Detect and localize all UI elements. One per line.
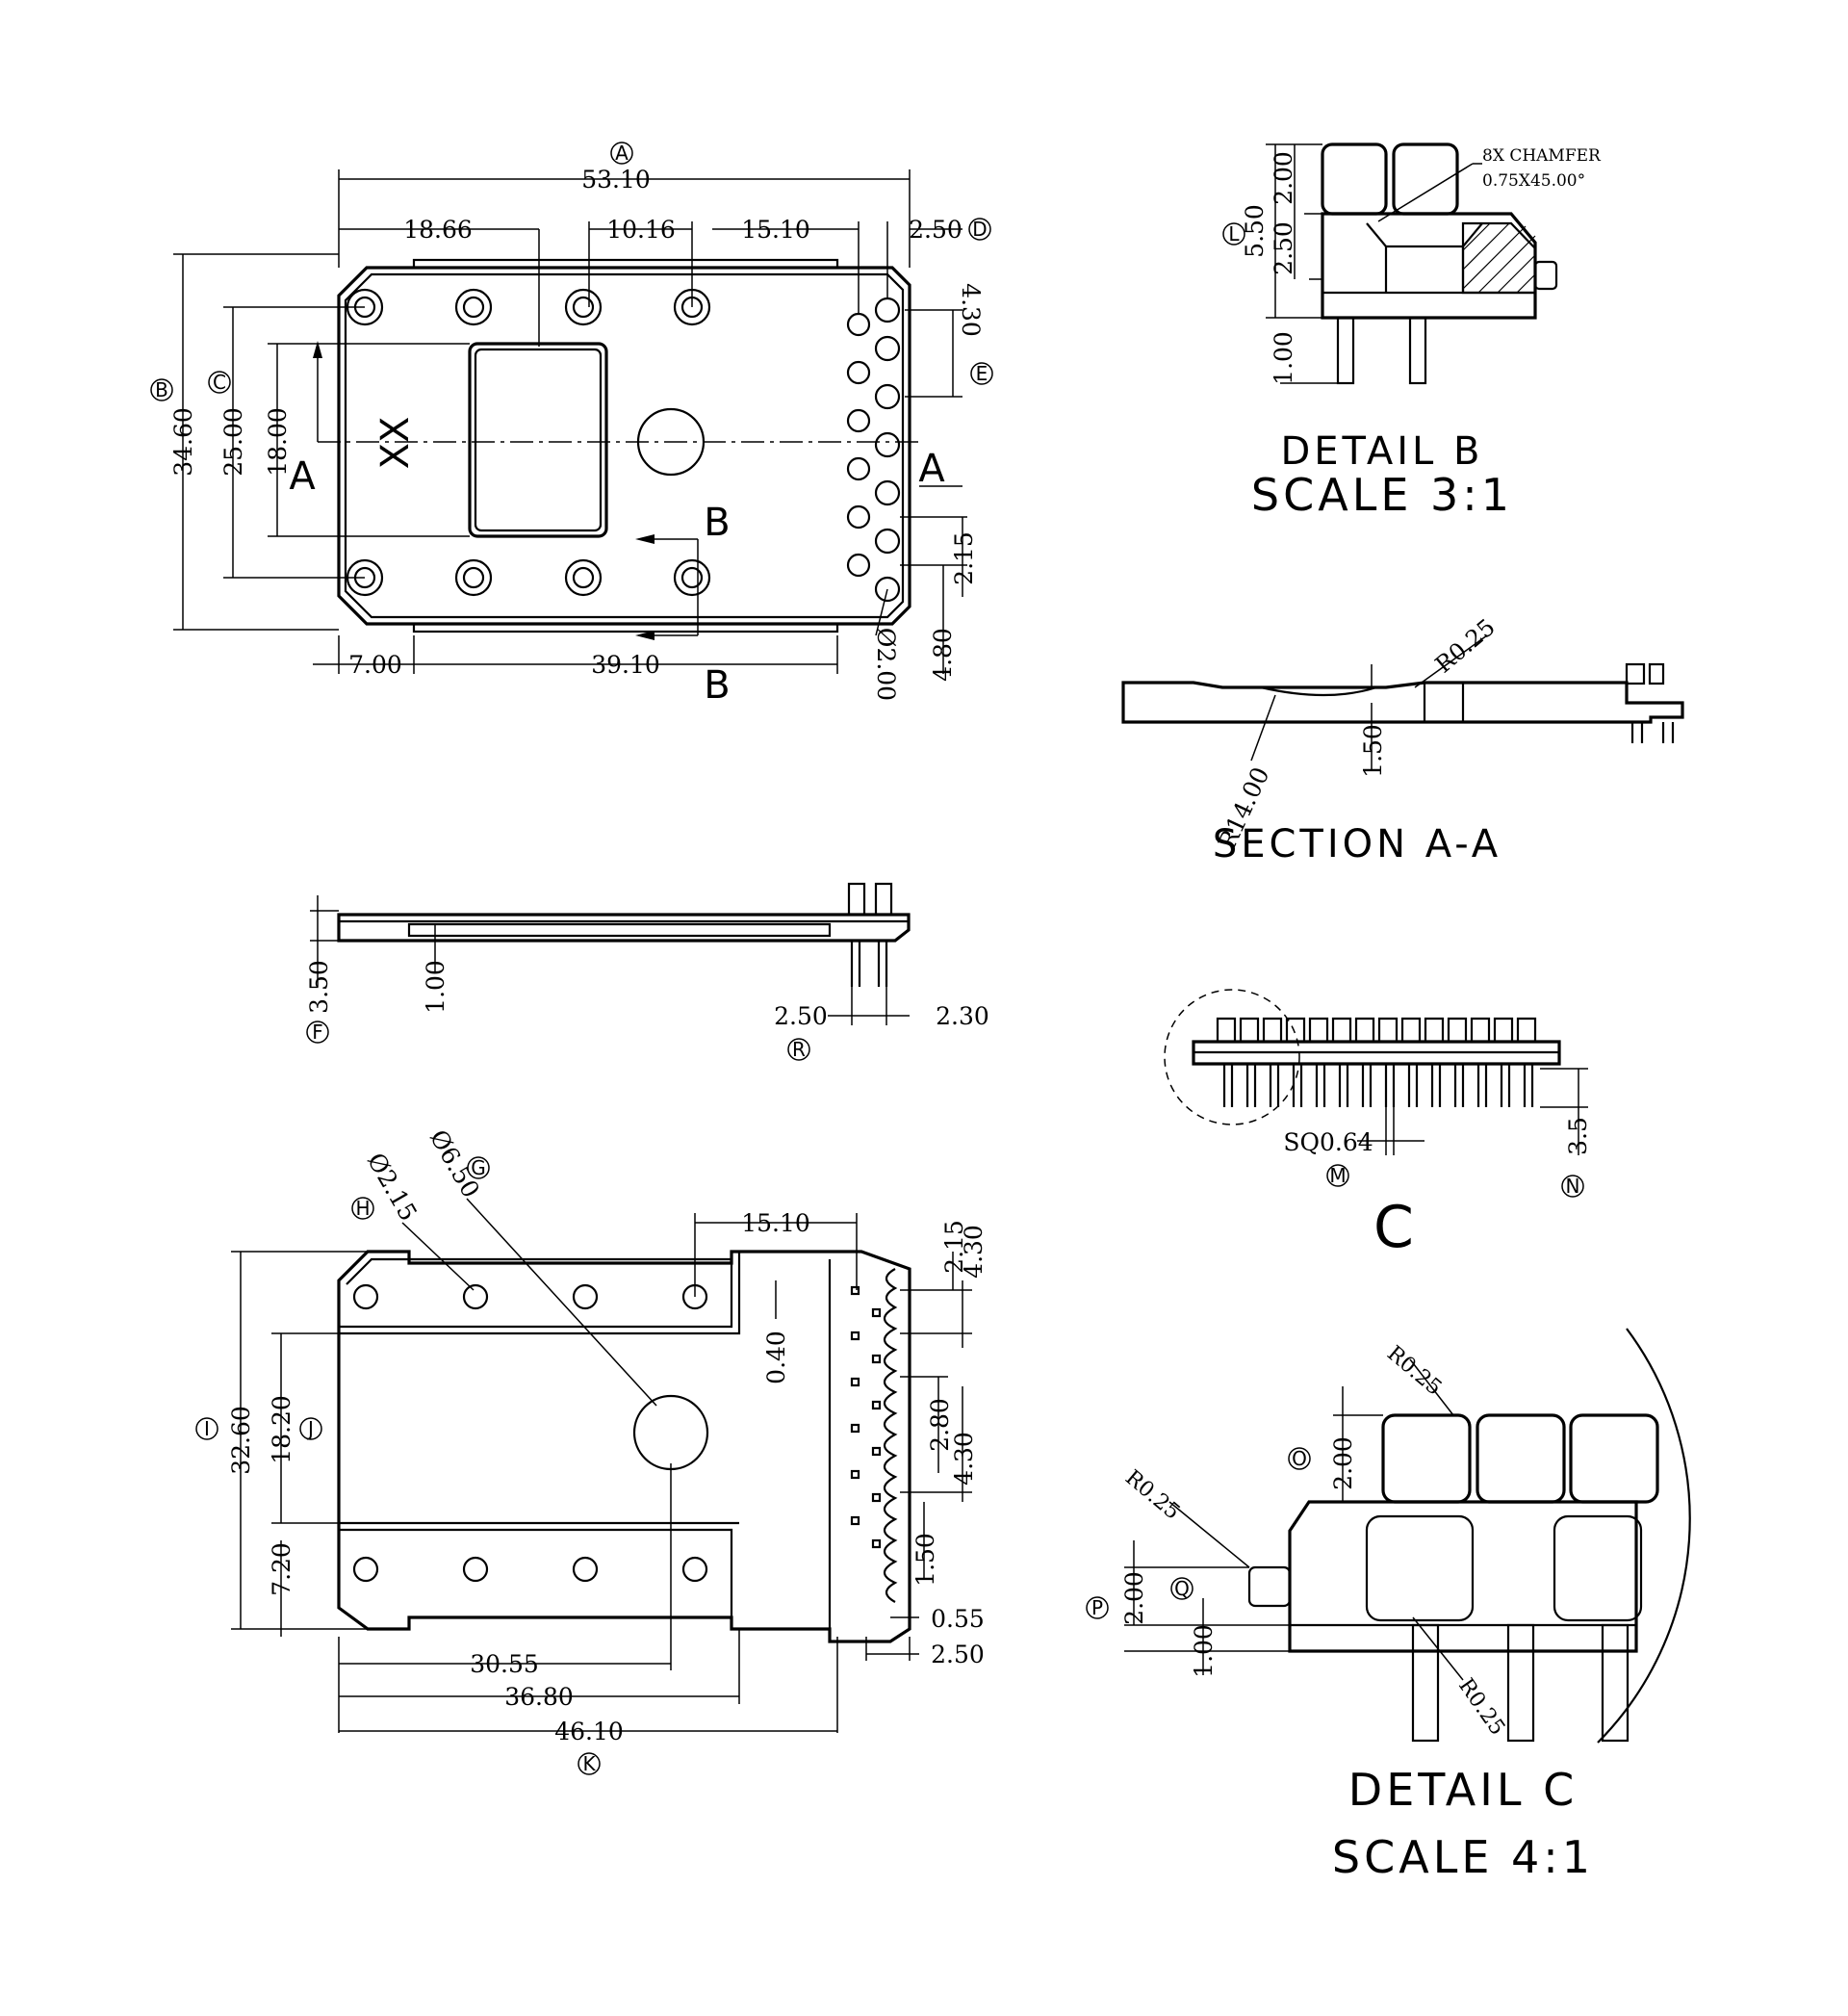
view-c-3-5: 3.5 xyxy=(1564,1117,1592,1155)
top-holes xyxy=(346,288,711,597)
bottom-pin-squares xyxy=(850,1285,882,1549)
dim-53-10: 53.10 xyxy=(581,166,651,194)
bottom-view: Ø2.15 H Ø6.50 G 15.10 2.15 4.30 0.40 2.8… xyxy=(195,1125,988,1775)
bottom-center-hole xyxy=(632,1394,709,1471)
bottom-4-30b: 4.30 xyxy=(950,1432,978,1486)
top-body-outline xyxy=(337,266,911,626)
detail-b-2-00: 2.00 xyxy=(1270,151,1297,205)
dim-18-66: 18.66 xyxy=(403,216,473,244)
dim-34-60: 34.60 xyxy=(169,407,197,477)
bottom-2-50: 2.50 xyxy=(931,1641,985,1668)
top-body-inner xyxy=(344,272,905,619)
dim-7-00: 7.00 xyxy=(348,651,402,679)
side-2-30: 2.30 xyxy=(936,1002,989,1030)
bottom-2-80: 2.80 xyxy=(926,1398,954,1452)
dim-2-50: 2.50 xyxy=(909,216,962,244)
detail-b-note-1: 8X CHAMFER xyxy=(1482,146,1602,166)
detail-b: 8X CHAMFER 0.75X45.00° 2.00 5.50 2.50 1.… xyxy=(1222,142,1602,521)
detail-b-title: DETAIL B xyxy=(1280,429,1483,474)
bottom-30-55: 30.55 xyxy=(470,1650,539,1678)
bottom-0-55: 0.55 xyxy=(931,1605,985,1633)
bottom-15-10: 15.10 xyxy=(741,1209,810,1237)
top-view: XX 53.10 A 18.66 10.16 15.10 2.50 D 4.30… xyxy=(150,142,993,708)
section-aa-r025: R0.25 xyxy=(1430,613,1501,678)
callout-h: H xyxy=(355,1197,370,1220)
view-c-title: C xyxy=(1373,1194,1418,1261)
view-c: SQ0.64 M 3.5 N C xyxy=(1164,989,1592,1261)
bottom-32-60: 32.60 xyxy=(227,1406,255,1475)
callout-q: Q xyxy=(1174,1577,1190,1600)
top-flange xyxy=(412,258,839,270)
detail-b-scale: SCALE 3:1 xyxy=(1251,469,1513,521)
callout-a: A xyxy=(615,142,629,165)
bottom-flange xyxy=(412,622,839,633)
bottom-0-40: 0.40 xyxy=(762,1331,790,1384)
callout-k: K xyxy=(582,1752,596,1775)
callout-c: C xyxy=(213,371,226,394)
dim-2-15: 2.15 xyxy=(950,531,978,585)
dim-25-00: 25.00 xyxy=(219,407,247,477)
section-label-a-right: A xyxy=(918,447,945,491)
dim-18-00: 18.00 xyxy=(264,407,292,477)
dim-10-16: 10.16 xyxy=(606,216,676,244)
bottom-2-15: 2.15 xyxy=(940,1220,968,1274)
section-aa: R0.25 R14.00 1.50 SECTION A-A xyxy=(1121,613,1684,866)
detail-c-r-left: R0.25 xyxy=(1120,1465,1184,1524)
callout-f: F xyxy=(312,1021,323,1044)
callout-j: J xyxy=(306,1417,314,1440)
callout-g: G xyxy=(471,1156,486,1179)
callout-b: B xyxy=(155,378,168,401)
section-label-b-top: B xyxy=(704,501,730,545)
bottom-holes xyxy=(352,1283,708,1583)
detail-b-5-50: 5.50 xyxy=(1241,204,1269,258)
detail-b-note-2: 0.75X45.00° xyxy=(1482,171,1585,191)
callout-o: O xyxy=(1292,1447,1307,1470)
callout-n: N xyxy=(1566,1175,1580,1198)
dim-pin-dia: Ø2.00 xyxy=(872,628,900,701)
detail-c-r-top: R0.25 xyxy=(1382,1341,1446,1400)
pin-array xyxy=(846,297,901,603)
window-recess-inner xyxy=(474,348,603,532)
detail-c-r-bottom: R0.25 xyxy=(1453,1674,1509,1740)
detail-c-2-00a: 2.00 xyxy=(1329,1436,1357,1490)
callout-m: M xyxy=(1329,1164,1346,1187)
side-3-50: 3.50 xyxy=(305,960,333,1014)
detail-c-2-00b: 2.00 xyxy=(1120,1571,1148,1625)
detail-b-2-50: 2.50 xyxy=(1270,221,1297,275)
dim-15-10: 15.10 xyxy=(741,216,810,244)
side-2-50: 2.50 xyxy=(774,1002,828,1030)
detail-c-scale: SCALE 4:1 xyxy=(1332,1831,1594,1883)
bottom-4-30a: 4.30 xyxy=(960,1225,988,1279)
callout-l: L xyxy=(1228,222,1240,246)
view-c-sq: SQ0.64 xyxy=(1283,1128,1373,1156)
dim-4-80: 4.80 xyxy=(929,628,957,682)
section-aa-title: SECTION A-A xyxy=(1213,822,1502,866)
dim-4-30: 4.30 xyxy=(957,283,985,337)
detail-c-title: DETAIL C xyxy=(1348,1764,1578,1816)
callout-e: E xyxy=(976,362,988,385)
section-aa-150: 1.50 xyxy=(1359,724,1387,778)
detail-c: R0.25 R0.25 R0.25 2.00 O 2.00 P Q 1.00 D… xyxy=(1086,1328,1691,1883)
dim-39-10: 39.10 xyxy=(591,651,660,679)
view-c-pins xyxy=(1216,1017,1537,1107)
window-recess xyxy=(468,342,608,538)
bottom-7-20: 7.20 xyxy=(268,1542,295,1596)
callout-r: R xyxy=(792,1038,806,1061)
marking-text: XX xyxy=(373,417,418,470)
bottom-body-outline xyxy=(337,1250,911,1643)
detail-b-1-00: 1.00 xyxy=(1270,331,1297,385)
bottom-36-80: 36.80 xyxy=(504,1683,574,1711)
section-label-a-left: A xyxy=(289,454,316,499)
callout-d: D xyxy=(972,218,987,241)
section-label-b-bottom: B xyxy=(704,663,730,708)
bottom-1-50: 1.50 xyxy=(911,1533,939,1587)
bottom-18-20: 18.20 xyxy=(268,1395,295,1464)
callout-p: P xyxy=(1091,1596,1103,1619)
bottom-46-10: 46.10 xyxy=(554,1718,624,1745)
callout-i: I xyxy=(204,1417,210,1440)
side-view: 3.50 F 1.00 2.50 2.30 R xyxy=(305,882,989,1061)
detail-c-1-00: 1.00 xyxy=(1190,1624,1218,1678)
side-1-00: 1.00 xyxy=(422,960,449,1014)
